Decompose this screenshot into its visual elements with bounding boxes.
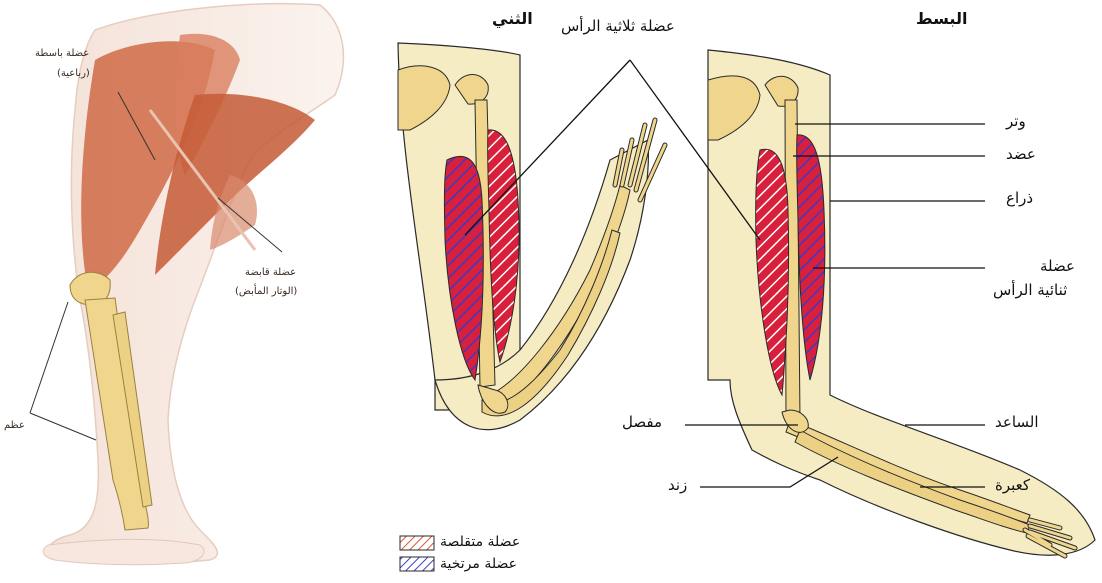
legend-contracted-label: عضلة متقلصة bbox=[440, 534, 520, 550]
extension-figure bbox=[708, 50, 1095, 556]
legend bbox=[400, 536, 434, 571]
label-forearm: الساعد bbox=[995, 414, 1039, 431]
label-ulna: زند bbox=[668, 477, 687, 494]
label-triceps: عضلة ثلاثية الرأس bbox=[561, 18, 675, 35]
label-arm: ذراع bbox=[1006, 190, 1033, 207]
label-extensor: عضلة باسطة bbox=[35, 48, 89, 60]
leg-figure bbox=[30, 4, 343, 565]
label-tendon: وتر bbox=[1006, 113, 1026, 130]
label-flexor: عضلة قابضة bbox=[245, 267, 296, 279]
title-extension: البسط bbox=[916, 10, 967, 28]
label-radius: كعبرة bbox=[995, 477, 1030, 494]
bone-pointer-1 bbox=[30, 302, 68, 413]
legend-contracted-swatch bbox=[400, 536, 434, 550]
label-biceps-2: ثنائية الرأس bbox=[993, 282, 1067, 299]
title-flexion: الثني bbox=[492, 10, 533, 28]
flexion-figure bbox=[398, 43, 665, 430]
label-upper-arm: عضد bbox=[1006, 146, 1036, 163]
label-bone: عظم bbox=[4, 420, 25, 432]
label-joint: مفصل bbox=[622, 414, 662, 431]
label-flexor-sub: (الوتار المأبض) bbox=[235, 286, 297, 298]
label-biceps-1: عضلة bbox=[1040, 258, 1075, 275]
bone-pointer-2 bbox=[30, 413, 96, 440]
label-extensor-sub: (رباعية) bbox=[57, 68, 90, 80]
legend-relaxed-label: عضلة مرتخية bbox=[440, 556, 517, 572]
leg-foot bbox=[43, 539, 204, 564]
legend-relaxed-swatch bbox=[400, 557, 434, 571]
